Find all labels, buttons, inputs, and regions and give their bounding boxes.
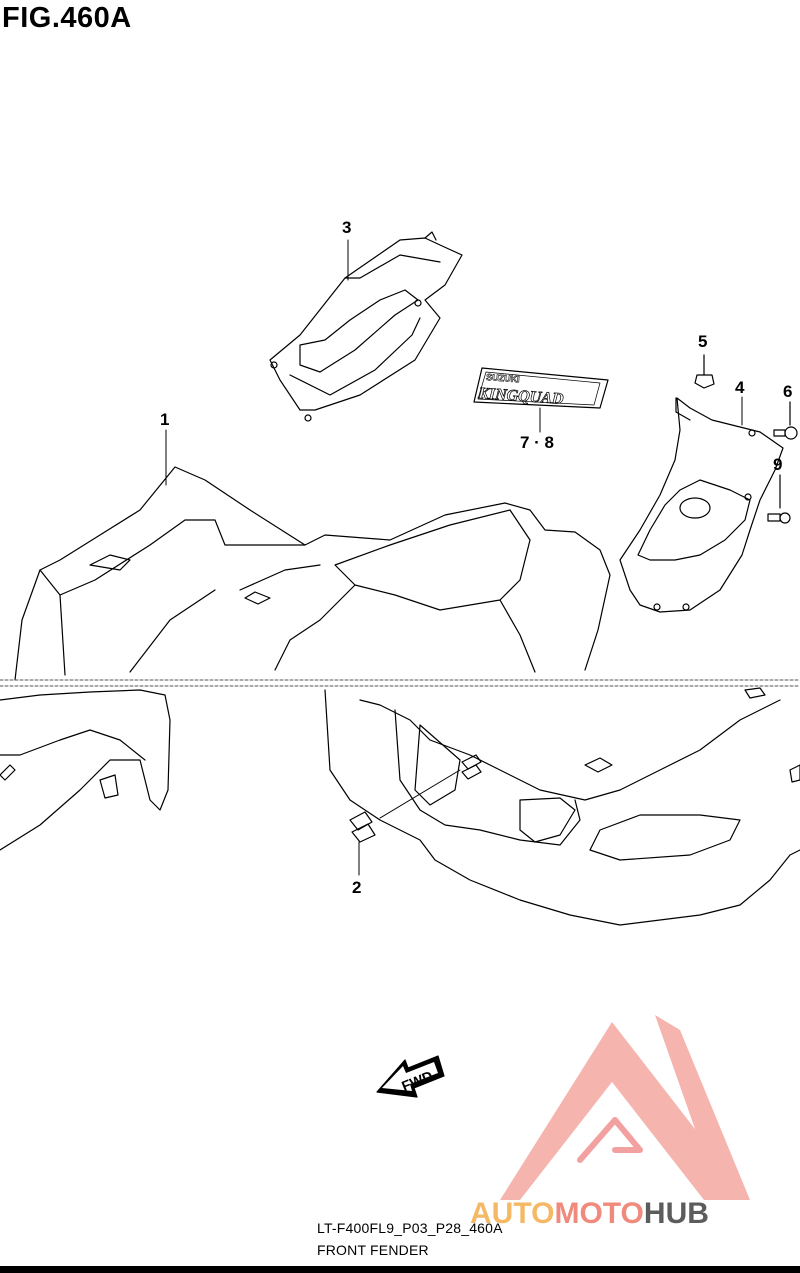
watermark-logo-icon (500, 1015, 750, 1200)
scan-noise-band (0, 679, 800, 687)
callout-9: 9 (773, 455, 783, 474)
callout-1: 1 (160, 410, 170, 429)
bottom-border (0, 1266, 800, 1273)
callout-5: 5 (698, 332, 708, 351)
figure-code: LT-F400FL9_P03_P28_460A (317, 1220, 503, 1236)
callout-4: 4 (735, 378, 745, 397)
figure-name: FRONT FENDER (317, 1242, 429, 1258)
callout-3: 3 (342, 218, 352, 237)
watermark-part-moto: MOTO (554, 1197, 643, 1230)
emblem-part-2 (349, 754, 482, 843)
decal-part-7-8 (473, 367, 609, 409)
watermark-text: AUTOMOTOHUB (470, 1197, 709, 1230)
bolt-part-9 (767, 474, 791, 524)
watermark-part-auto: AUTO (470, 1197, 554, 1230)
decal-model-text: KINGQUAD (477, 385, 565, 408)
decal-brand-text: SUZUKI (486, 372, 520, 384)
side-panel-part-4 (619, 397, 784, 613)
leader-lines (165, 239, 743, 876)
side-cover-part-3 (269, 231, 463, 422)
front-fender-part-1 (14, 466, 611, 681)
figure-title: FIG.460A (2, 2, 132, 34)
bolt-part-6 (773, 401, 798, 440)
callout-2: 2 (352, 878, 362, 897)
watermark-part-hub: HUB (644, 1197, 709, 1230)
callout-7-8: 7 · 8 (520, 433, 555, 452)
front-fender-lower (0, 687, 800, 926)
clip-part-5 (694, 354, 715, 389)
forward-arrow-icon (376, 1055, 445, 1098)
callout-6: 6 (783, 382, 793, 401)
